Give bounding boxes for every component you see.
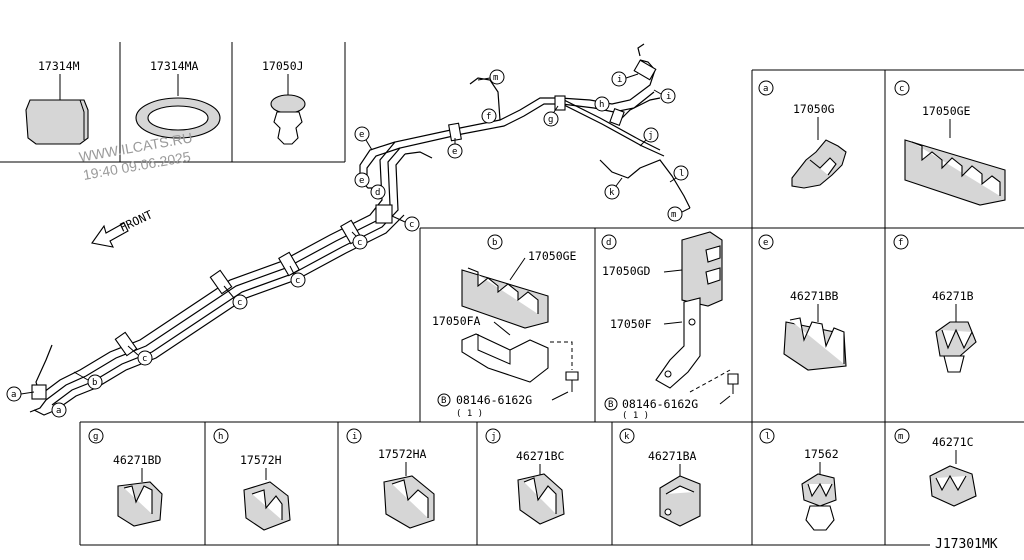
diagram-id: J17301MK [935,537,998,552]
svg-text:b: b [492,238,497,248]
svg-text:m: m [671,210,676,220]
detail-j[interactable]: j 46271BC [485,428,565,525]
clip-head [270,94,306,114]
svg-text:d: d [375,188,380,198]
svg-text:j: j [491,432,496,442]
part-17050J[interactable]: 17050J [262,59,306,145]
detail-a[interactable]: a 17050G [758,80,847,189]
part-code-46271BC: 46271BC [516,449,565,463]
clip-body [273,111,303,145]
svg-text:i: i [617,75,622,85]
svg-text:j: j [648,131,653,141]
part-code-46271C: 46271C [932,435,974,449]
part-code-17050GE: 17050GE [922,104,971,118]
svg-text:e: e [359,176,364,186]
bolt-qty-b: ( 1 ) [456,409,483,419]
part-code-17050G: 17050G [793,102,835,116]
svg-text:c: c [409,220,414,230]
bolt-code-d: 08146-6162G [622,397,698,411]
svg-text:g: g [93,432,98,442]
svg-text:c: c [237,298,242,308]
part-code-17050J: 17050J [262,59,304,73]
svg-text:e: e [359,130,364,140]
front-label: FRONT [117,207,154,234]
part-code-17314MA: 17314MA [150,59,199,73]
svg-text:a: a [56,406,61,416]
svg-text:l: l [679,169,684,179]
svg-text:B: B [608,400,613,410]
svg-text:l: l [765,432,770,442]
detail-d[interactable]: d 17050GD 17050F B 08146-6162G ( 1 ) [601,231,739,421]
watermark: WWW.ILCATS.RU 19:40 09.06.2025 [78,129,194,183]
pipe-assembly [29,43,691,416]
part-17314MA[interactable]: 17314MA [135,59,221,139]
part-code-17562: 17562 [804,447,839,461]
part-code-17050FA: 17050FA [432,314,481,328]
part-code-17050F: 17050F [610,317,652,331]
svg-text:h: h [218,432,223,442]
svg-text:i: i [352,432,357,442]
svg-text:c: c [142,354,147,364]
main-callouts: a b a c c c c c d e e e f g h i i [6,69,691,418]
part-code-17572HA: 17572HA [378,447,427,461]
detail-k[interactable]: k 46271BA [619,428,701,527]
svg-text:m: m [898,432,903,442]
svg-text:d: d [606,238,611,248]
front-arrow: FRONT [91,207,155,248]
bolt-qty-d: ( 1 ) [622,411,649,421]
svg-text:k: k [609,188,615,198]
grid-lines [0,42,1024,546]
detail-e[interactable]: e 46271BB [758,234,847,371]
svg-text:e: e [763,238,768,248]
grommet-inner [147,105,209,131]
svg-text:b: b [92,378,97,388]
svg-text:f: f [486,112,491,122]
part-code-46271BB: 46271BB [790,289,839,303]
part-code-17050GD: 17050GD [602,264,651,278]
bolt-code-b: 08146-6162G [456,393,532,407]
svg-text:B: B [441,396,446,406]
svg-text:k: k [624,432,630,442]
detail-l[interactable]: l 17562 [759,428,839,531]
svg-text:a: a [11,390,16,400]
detail-h[interactable]: h 17572H [213,428,291,531]
svg-text:h: h [599,100,604,110]
end-cap-shape [25,99,89,145]
svg-text:a: a [763,84,768,94]
svg-text:i: i [666,92,671,102]
svg-text:m: m [493,73,498,83]
part-code-17572H: 17572H [240,453,282,467]
svg-text:g: g [548,115,553,125]
detail-i[interactable]: i 17572HA [346,428,435,529]
part-code-17314M: 17314M [38,59,80,73]
part-code-46271B: 46271B [932,289,974,303]
svg-text:c: c [295,276,300,286]
detail-g[interactable]: g 46271BD [88,428,163,527]
svg-text:c: c [357,238,362,248]
svg-text:e: e [452,147,457,157]
svg-text:c: c [899,84,904,94]
detail-c[interactable]: c 17050GE [894,80,1006,206]
front-arrow-icon [91,222,129,248]
part-code-17050GE-b: 17050GE [528,249,577,263]
detail-m[interactable]: m 46271C [894,428,977,507]
detail-f[interactable]: f 46271B [893,234,977,373]
svg-text:f: f [898,238,903,248]
part-code-46271BA: 46271BA [648,449,697,463]
part-code-46271BD: 46271BD [113,453,162,467]
part-17314M[interactable]: 17314M [25,59,89,145]
detail-b[interactable]: b 17050GE 17050FA B 08146-6162G ( 1 ) [432,234,579,419]
